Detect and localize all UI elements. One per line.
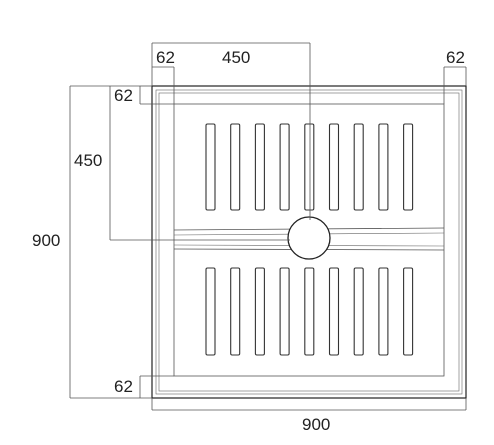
lower-slot (205, 267, 216, 356)
lower-slot (254, 267, 265, 356)
drain-hole (287, 216, 331, 260)
upper-slot (304, 123, 315, 211)
lower-slot (279, 267, 290, 356)
dimension-top-right-margin: 62 (446, 48, 465, 67)
lower-slot-group (205, 267, 414, 356)
upper-slot (205, 123, 216, 211)
lower-slot (328, 267, 340, 356)
dimension-total-height: 900 (32, 231, 60, 250)
lower-slot (304, 267, 315, 356)
upper-slot (378, 123, 389, 211)
upper-slot (254, 123, 265, 211)
lower-slot (230, 267, 241, 356)
dimension-left-half-height: 450 (74, 151, 102, 170)
upper-slot (328, 123, 340, 211)
upper-slot (279, 123, 290, 211)
upper-slot (230, 123, 241, 211)
upper-slot (403, 123, 414, 211)
upper-slot-group (205, 123, 414, 211)
tray-outline (151, 85, 467, 399)
lower-slot (378, 267, 389, 356)
lower-slot (353, 267, 364, 356)
dimension-top-half-width: 450 (222, 48, 250, 67)
dimension-top-left-margin: 62 (156, 48, 175, 67)
dimension-lines (69, 42, 467, 411)
dimension-bottom-left-margin: 62 (114, 377, 133, 396)
upper-slot (353, 123, 364, 211)
dimension-left-top-margin: 62 (114, 86, 133, 105)
lower-slot (403, 267, 414, 356)
dimension-total-width: 900 (302, 415, 330, 434)
